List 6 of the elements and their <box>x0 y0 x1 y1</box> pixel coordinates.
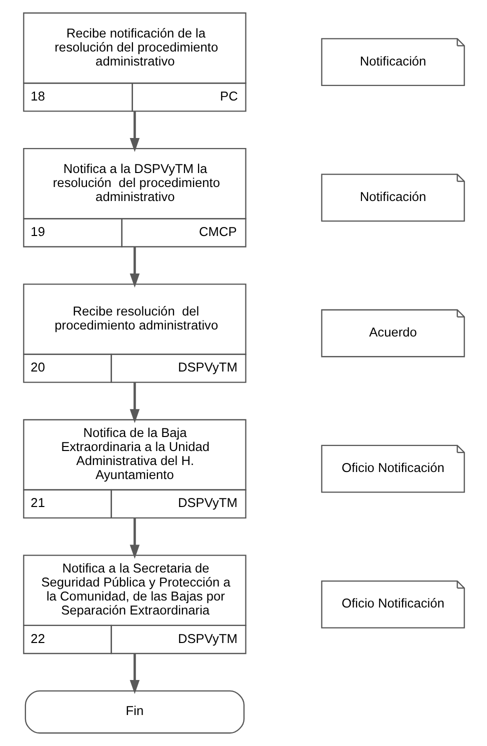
arrow <box>129 246 140 288</box>
arrow <box>129 654 140 694</box>
arrow <box>129 111 140 152</box>
arrow <box>129 518 140 559</box>
node-box: Fin <box>24 690 244 734</box>
arrow <box>129 382 140 424</box>
